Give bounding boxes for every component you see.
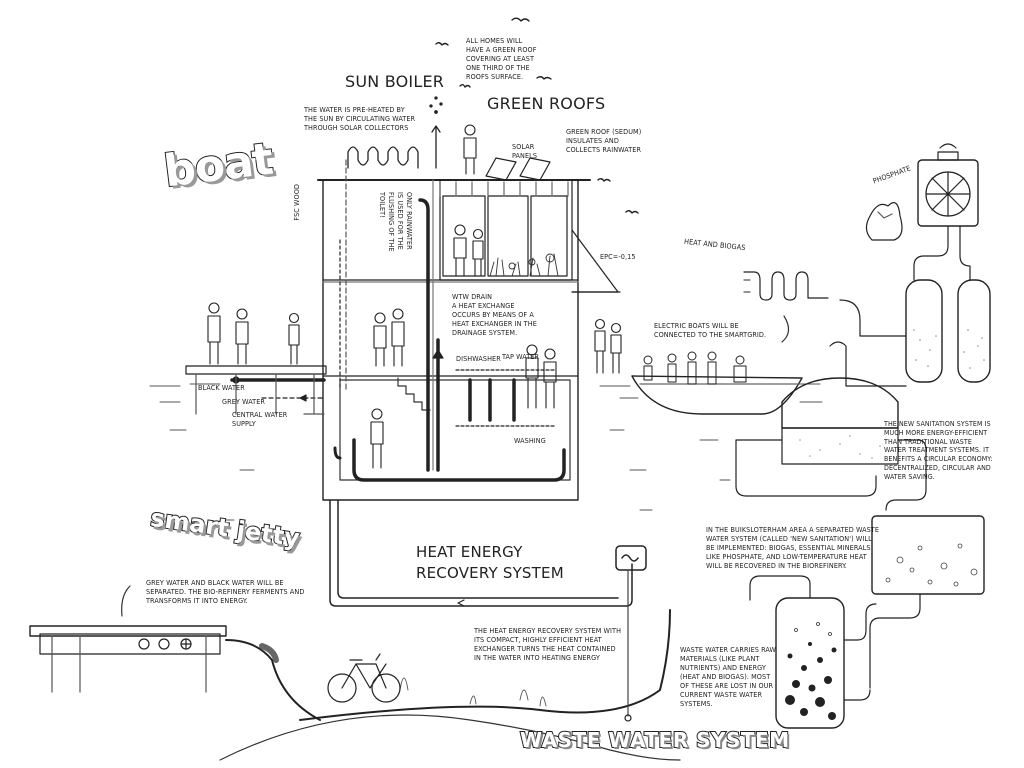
label-green-roof-coverage: ALL HOMES WILL HAVE A GREEN ROOF COVERIN… <box>466 36 537 81</box>
sun-boiler-coil <box>347 96 443 169</box>
label-waste-water-desc: WASTE WATER CARRIES RAW MATERIALS (LIKE … <box>680 645 777 708</box>
label-wtw-drain: WTW DRAIN A HEAT EXCHANGE OCCURS BY MEAN… <box>452 292 537 337</box>
bicycle <box>327 653 401 703</box>
label-sedum: GREEN ROOF (SEDUM) INSULATES AND COLLECT… <box>566 127 642 154</box>
label-grey-black-separated: GREY WATER AND BLACK WATER WILL BE SEPAR… <box>146 578 305 605</box>
heat-energy-recovery-heading: HEAT ENERGY RECOVERY SYSTEM <box>416 543 564 582</box>
heat-biogas-coil <box>743 271 829 301</box>
label-buiksloterham: IN THE BUIKSLOTERHAM AREA A SEPARATED WA… <box>706 525 880 570</box>
bubble-tank <box>869 515 985 689</box>
digester-tank <box>735 377 927 511</box>
fermenter-tank <box>749 575 877 729</box>
water-supply-pipes <box>230 376 326 415</box>
heat-recovery-loop <box>329 499 647 607</box>
label-central-water-supply: CENTRAL WATER SUPPLY <box>232 410 288 428</box>
label-new-sanitation: THE NEW SANITATION SYSTEM IS MUCH MORE E… <box>884 420 993 481</box>
phosphate-machine <box>865 143 979 241</box>
label-fsc-wood: FSC WOOD <box>292 184 301 221</box>
label-epc: EPC=-0,15 <box>600 252 636 261</box>
sun-boiler-heading: SUN BOILER <box>345 72 445 91</box>
jetty-top <box>185 365 327 415</box>
electric-boat <box>631 315 803 415</box>
label-heat-recovery-desc: THE HEAT ENERGY RECOVERY SYSTEM WITH ITS… <box>474 626 622 662</box>
label-grey-water: GREY WATER <box>222 397 265 406</box>
label-tap-water: TAP WATER <box>502 352 540 361</box>
water-surface <box>149 383 823 521</box>
label-electric-boats: ELECTRIC BOATS WILL BE CONNECTED TO THE … <box>654 321 767 339</box>
green-roofs-heading: GREEN ROOFS <box>487 94 606 113</box>
biogas-tanks <box>829 225 991 387</box>
label-solar-panels: SOLAR PANELS <box>512 142 538 160</box>
label-black-water: BLACK WATER <box>198 383 245 392</box>
label-sun-boiler-desc: THE WATER IS PRE-HEATED BY THE SUN BY CI… <box>304 105 416 132</box>
smart-jetty <box>29 585 321 721</box>
plants <box>489 253 559 277</box>
people <box>207 124 622 469</box>
waste-water-system-title: WASTE WATER SYSTEM <box>519 727 790 753</box>
label-rainwater-toilet: ONLY RAINWATER IS USED FOR THE FLUSHING … <box>378 192 414 252</box>
label-washing: WASHING <box>514 436 546 445</box>
label-dishwasher: DISHWASHER <box>456 354 501 363</box>
seabed <box>219 569 681 761</box>
birds <box>435 17 639 214</box>
house-pipes <box>333 159 566 482</box>
